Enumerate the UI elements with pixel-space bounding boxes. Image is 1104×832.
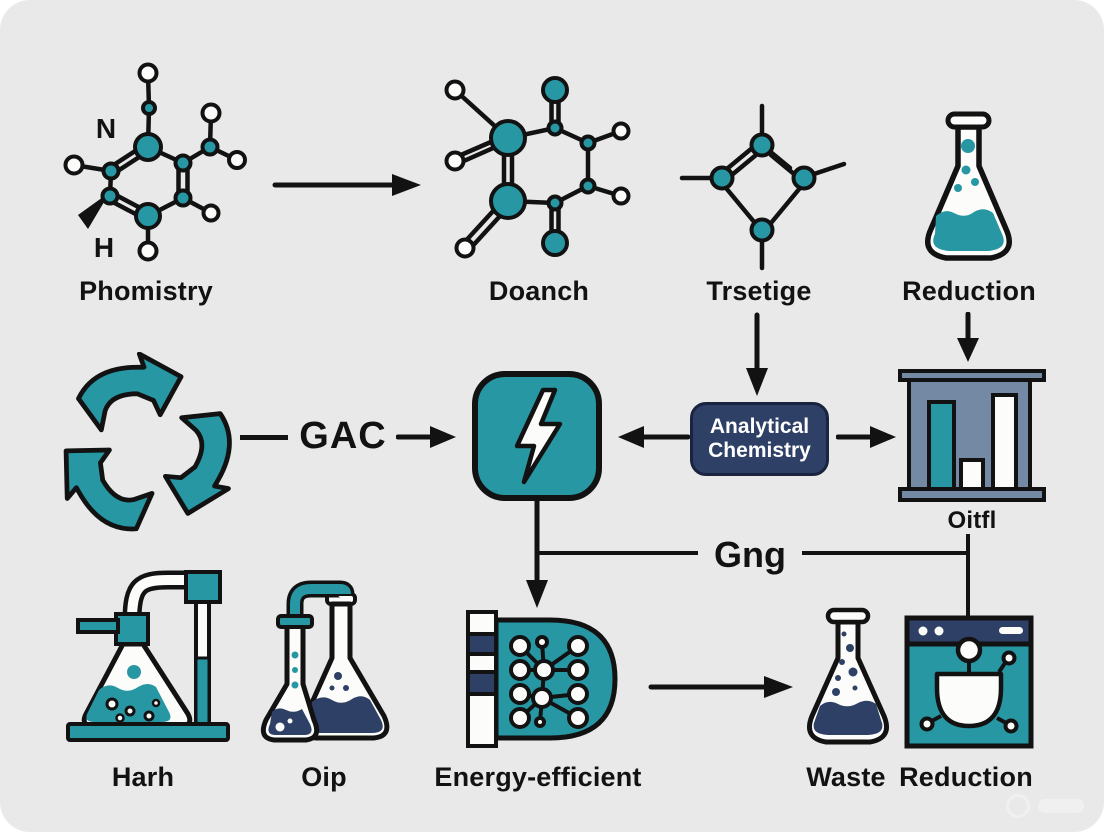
- caption-reduction-top: Reduction: [902, 276, 1036, 306]
- arrow-right-icon: [272, 174, 421, 196]
- bar-chart-icon: [898, 369, 1046, 502]
- gng-label: Gng: [698, 534, 802, 576]
- machine-icon: [904, 615, 1034, 749]
- caption-harh: Harh: [111, 762, 175, 792]
- molecule-benzene-icon: N H: [63, 62, 247, 263]
- atom-label-h: H: [94, 232, 114, 263]
- arrow-down-icon: [957, 312, 979, 362]
- molecule-diamond-icon: [679, 103, 847, 271]
- caption-phomistry: Phomistry: [79, 276, 213, 306]
- arrow-right-icon: [396, 426, 456, 448]
- analytical-chemistry-box: Analytical Chemistry: [690, 402, 829, 476]
- chip-network-icon: [466, 610, 618, 748]
- arrow-down-icon: [526, 498, 548, 608]
- caption-doanch: Doanch: [488, 276, 590, 306]
- atom-label-n: N: [96, 113, 116, 144]
- waste-flask-icon: [807, 607, 889, 745]
- arrow-left-icon: [618, 426, 690, 448]
- caption-trsetige: Trsetige: [706, 276, 812, 306]
- molecule-ring-icon: [444, 76, 631, 259]
- gac-label: GAC: [299, 415, 387, 457]
- flasks-pair-icon: [260, 580, 390, 743]
- gng-right-drop: [966, 534, 970, 618]
- lightning-icon: [472, 371, 602, 501]
- distillation-apparatus-icon: [66, 570, 230, 742]
- arrow-right-icon: [836, 426, 896, 448]
- arrow-down-icon: [746, 312, 768, 396]
- gac-dash: [240, 435, 288, 440]
- watermark-text-blur: [1038, 799, 1084, 813]
- caption-energy-efficient: Energy-efficient: [434, 762, 642, 792]
- arrow-right-icon: [648, 676, 793, 698]
- watermark-logo-icon: [1006, 794, 1030, 818]
- flask-teal-icon: [925, 111, 1012, 261]
- recycle-icon: [63, 352, 232, 532]
- caption-reduction-bottom: Reduction: [899, 762, 1033, 792]
- caption-waste: Waste: [806, 762, 886, 792]
- caption-oip: Oip: [301, 762, 347, 792]
- watermark: [1006, 794, 1084, 818]
- caption-oitfl: Oitfl: [947, 507, 997, 534]
- analytical-line2: Chemistry: [708, 439, 811, 462]
- analytical-line1: Analytical: [709, 415, 810, 439]
